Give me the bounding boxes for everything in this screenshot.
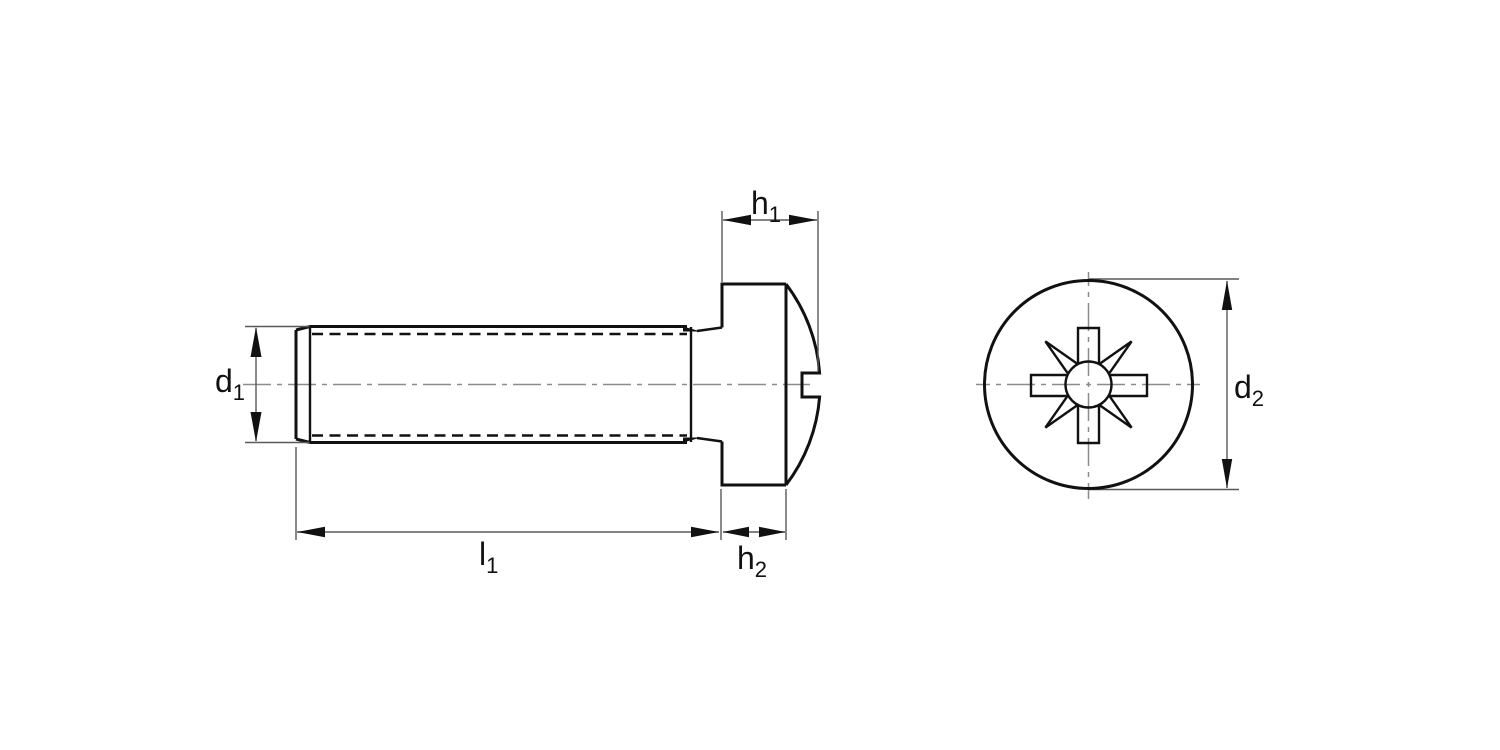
pozidriv-recess [1029, 326, 1149, 445]
recess-wedge-top-left [1044, 340, 1078, 374]
l1-label: l1 [479, 536, 498, 578]
front-view [976, 272, 1200, 499]
recess-slot-top [1076, 326, 1101, 364]
h2-arrow-left [722, 526, 749, 538]
dimension-h2: h2 [722, 489, 787, 582]
h1-arrow-right [789, 214, 817, 226]
d2-label: d2 [1234, 369, 1264, 411]
l1-arrow-right [691, 526, 719, 538]
h2-label: h2 [737, 540, 767, 582]
dimensions: d1 l1 h2 [215, 185, 1264, 582]
h1-extension-lines [721, 211, 819, 371]
recess-slot-bottom [1076, 405, 1101, 445]
neck-transition-lines [696, 326, 723, 443]
d1-arrow-up [250, 327, 262, 357]
dimension-d1: d1 [215, 325, 309, 444]
d2-arrow-up [1221, 280, 1233, 310]
d1-label: d1 [215, 363, 245, 405]
recess-slot-left [1029, 373, 1068, 398]
side-view [243, 282, 822, 487]
dimension-l1: l1 [295, 447, 722, 578]
recess-wedge-bottom-left [1044, 395, 1078, 429]
l1-arrow-left [297, 526, 325, 538]
d2-extension-lines [1088, 278, 1239, 491]
dimension-h1: h1 [721, 185, 819, 371]
recess-wedge-top-right [1099, 340, 1133, 374]
l1-extension-lines [295, 447, 722, 540]
head-dome-and-recess-notch [784, 283, 822, 486]
h1-arrow-left [723, 214, 751, 226]
d1-extension-lines [245, 325, 309, 444]
h2-arrow-right [759, 526, 786, 538]
head-outer-circle [983, 279, 1194, 490]
head-flat-outline [720, 282, 788, 487]
recess-wedge-bottom-right [1099, 395, 1133, 429]
thread-runout-top [683, 326, 701, 332]
dimension-d2: d2 [1088, 278, 1264, 491]
recess-center-circle [1064, 360, 1113, 409]
d2-arrow-down [1221, 459, 1233, 489]
h1-label: h1 [751, 185, 781, 227]
thread-runout-bottom [683, 437, 701, 443]
d1-arrow-down [250, 412, 262, 442]
recess-slot-right [1109, 373, 1149, 398]
